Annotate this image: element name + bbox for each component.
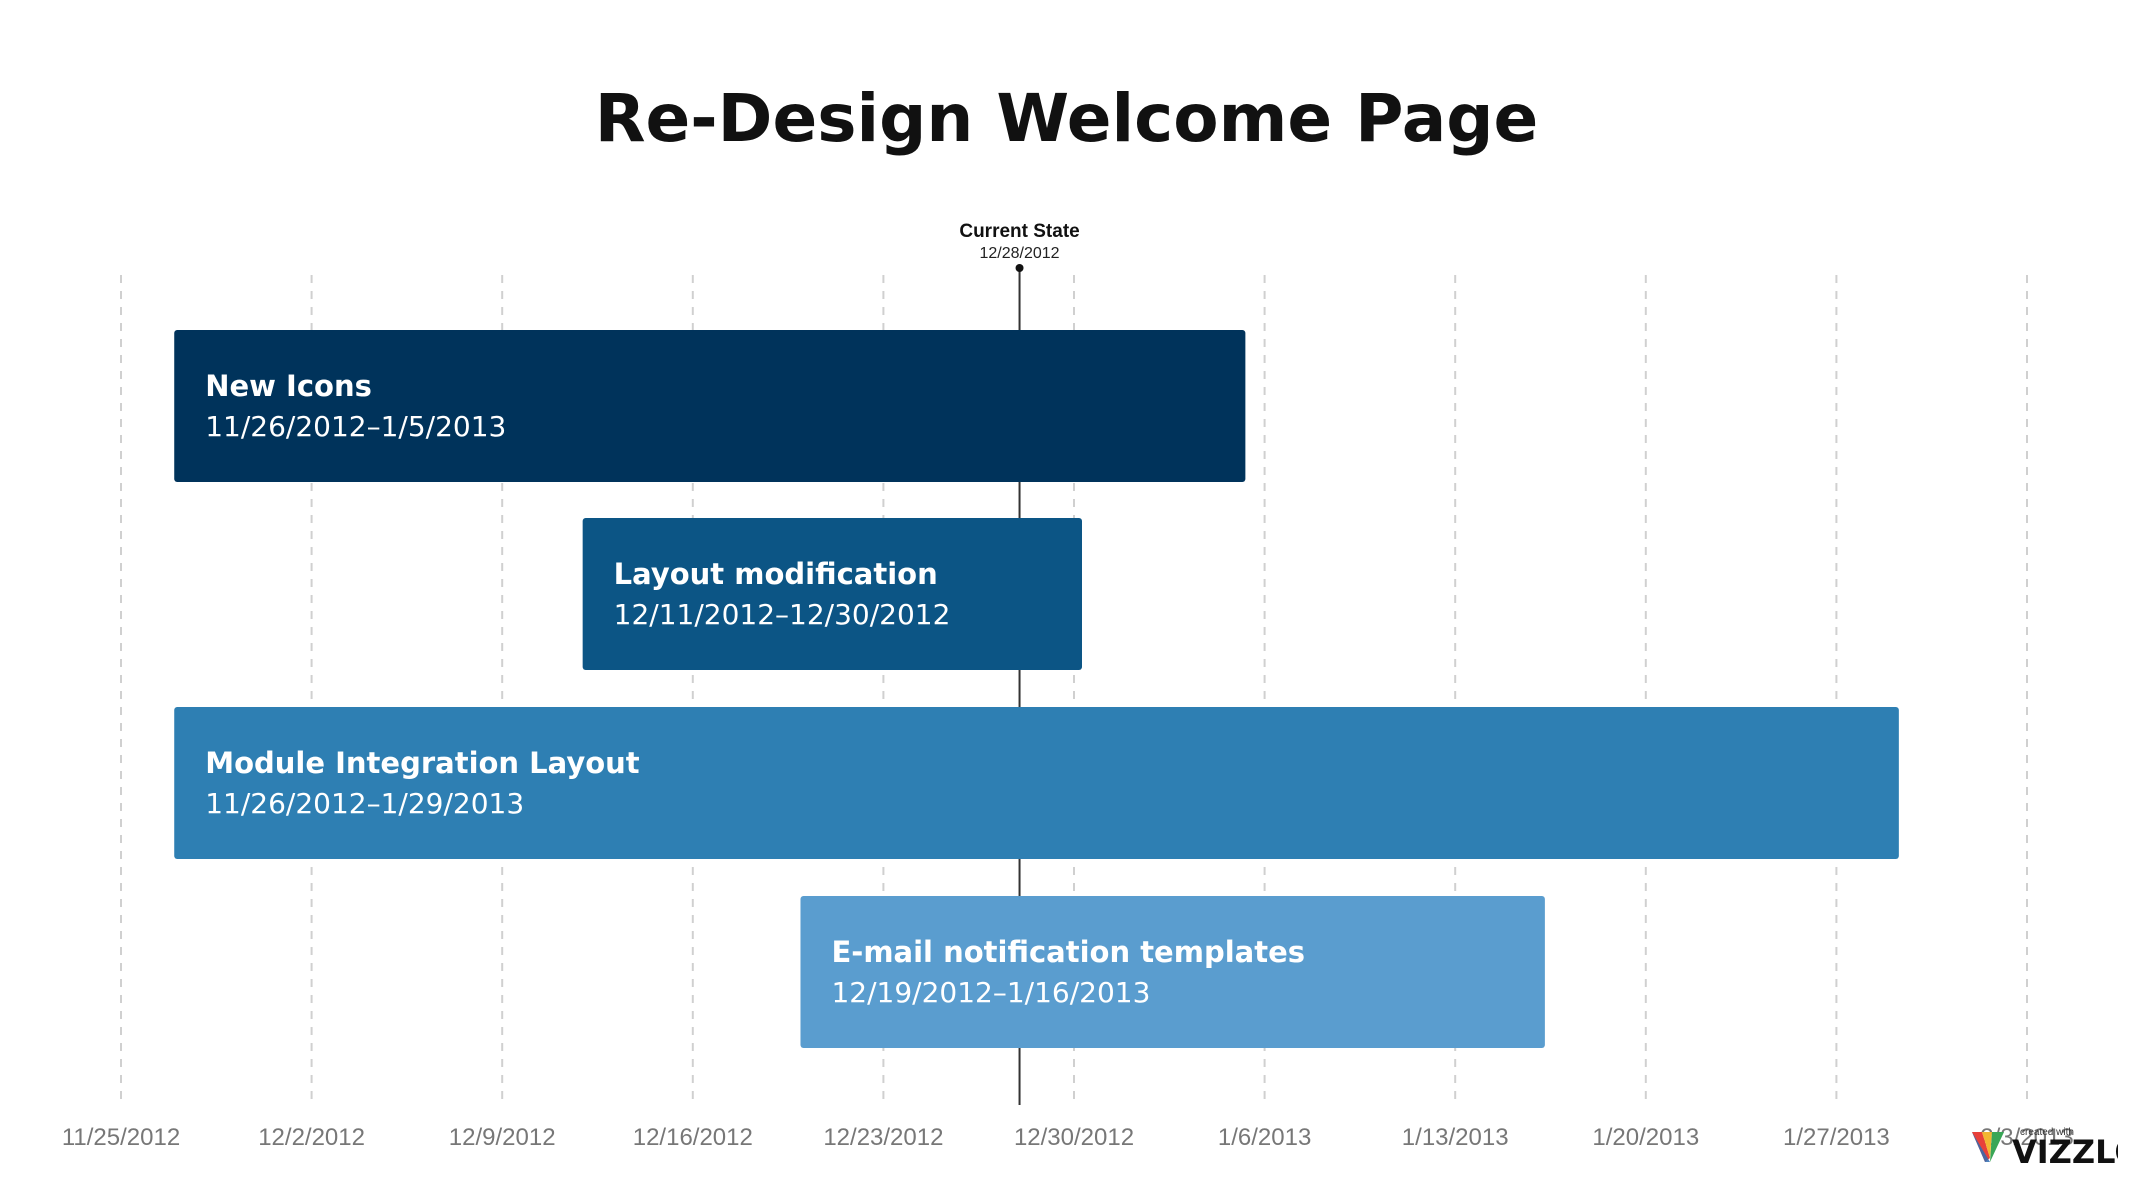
- vizzlo-credit: created with: [2020, 1127, 2074, 1138]
- task-date-range: 12/19/2012–1/16/2013: [831, 976, 1150, 1009]
- task-date-range: 11/26/2012–1/5/2013: [205, 410, 506, 443]
- x-tick-label: 12/23/2012: [823, 1124, 943, 1151]
- milestone-dot: [1015, 264, 1024, 272]
- task-bar-group: E-mail notification templates 12/19/2012–…: [800, 896, 1545, 1048]
- task-date-range: 11/26/2012–1/29/2013: [205, 787, 524, 820]
- chart-title: Re-Design Welcome Page: [594, 80, 1539, 157]
- task-name: E-mail notification templates: [831, 935, 1305, 969]
- vizzlo-logo: created with VIZZLO: [1968, 1120, 2133, 1171]
- milestone-label: Current State: [959, 221, 1079, 242]
- task-date-range: 12/11/2012–12/30/2012: [614, 598, 951, 631]
- x-tick-label: 12/30/2012: [1014, 1124, 1134, 1151]
- task-name: Module Integration Layout: [205, 746, 640, 780]
- vizzlo-wordmark: VIZZLO: [2012, 1133, 2118, 1170]
- x-axis-ticks: 11/25/2012 12/2/2012 12/9/2012 12/16/2012 12…: [62, 1124, 2074, 1151]
- task-bar-group: Module Integration Layout 11/26/2012–1/29…: [174, 707, 1899, 859]
- task-name: New Icons: [205, 369, 372, 403]
- task-bar-group: Layout modification 12/11/2012–12/30/2012: [582, 518, 1082, 670]
- x-tick-label: 1/6/2013: [1218, 1124, 1311, 1151]
- x-tick-label: 12/16/2012: [633, 1124, 753, 1151]
- x-tick-label: 12/2/2012: [258, 1124, 365, 1151]
- task-bar-group: New Icons 11/26/2012–1/5/2013: [174, 330, 1246, 482]
- task-bar: [174, 330, 1246, 482]
- x-tick-label: 1/13/2013: [1402, 1124, 1509, 1151]
- task-bar: [582, 518, 1082, 670]
- task-name: Layout modification: [614, 557, 938, 591]
- x-tick-label: 12/9/2012: [449, 1124, 556, 1151]
- x-tick-label: 11/25/2012: [62, 1124, 180, 1151]
- task-bar: [174, 707, 1899, 859]
- milestone-date: 12/28/2012: [980, 245, 1060, 262]
- x-tick-label: 1/27/2013: [1783, 1124, 1890, 1151]
- x-tick-label: 1/20/2013: [1592, 1124, 1699, 1151]
- task-bar: [800, 896, 1545, 1048]
- vizzlo-logo-icon: created with VIZZLO: [1972, 1127, 2133, 1171]
